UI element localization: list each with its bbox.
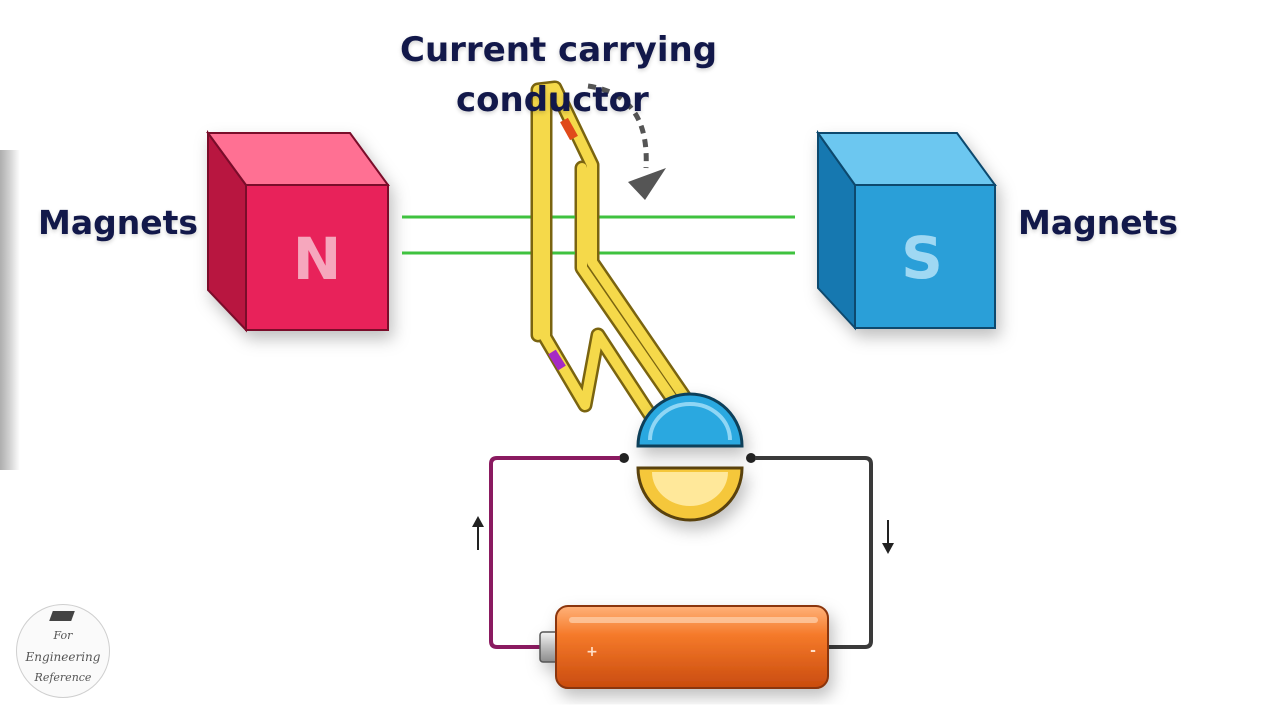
coil-marker-red bbox=[560, 117, 578, 141]
conductor-coil-body bbox=[533, 83, 695, 435]
wire-right bbox=[755, 456, 873, 649]
watermark-logo: For Engineering Reference bbox=[16, 604, 110, 698]
coil-marker-purple bbox=[548, 349, 566, 371]
watermark-line-2: Engineering bbox=[25, 650, 101, 664]
wire-left bbox=[489, 456, 620, 649]
magnets-label-left: Magnets bbox=[38, 203, 199, 242]
commutator-top-half bbox=[636, 392, 744, 448]
brush-right bbox=[746, 453, 756, 463]
battery-body bbox=[555, 605, 829, 689]
watermark-line-3: Reference bbox=[34, 671, 92, 684]
battery-plus-sign: + bbox=[586, 644, 598, 660]
commutator-bottom-inner bbox=[652, 472, 728, 506]
south-magnet: S bbox=[816, 129, 997, 331]
north-magnet: N bbox=[206, 129, 390, 333]
commutator bbox=[636, 392, 744, 522]
title-line-1: Current carrying bbox=[400, 30, 718, 70]
current-arrow-up bbox=[472, 516, 484, 550]
title-line-2: conductor bbox=[456, 80, 649, 120]
graduation-cap-icon bbox=[49, 611, 75, 621]
left-edge-shadow bbox=[0, 150, 20, 470]
brush-left bbox=[619, 453, 629, 463]
north-magnet-front bbox=[245, 184, 389, 331]
south-pole-letter: S bbox=[901, 224, 943, 292]
battery: + - bbox=[539, 605, 829, 689]
battery-minus-sign: - bbox=[810, 643, 816, 659]
rotation-arrow-head bbox=[628, 168, 666, 200]
magnets-label-right: Magnets bbox=[1018, 203, 1179, 242]
north-pole-letter: N bbox=[293, 225, 342, 293]
commutator-top-highlight bbox=[648, 402, 732, 441]
south-magnet-front bbox=[854, 184, 996, 329]
conductor-coil bbox=[530, 80, 698, 438]
current-arrow-down bbox=[882, 520, 894, 554]
watermark-line-1: For bbox=[53, 629, 73, 642]
